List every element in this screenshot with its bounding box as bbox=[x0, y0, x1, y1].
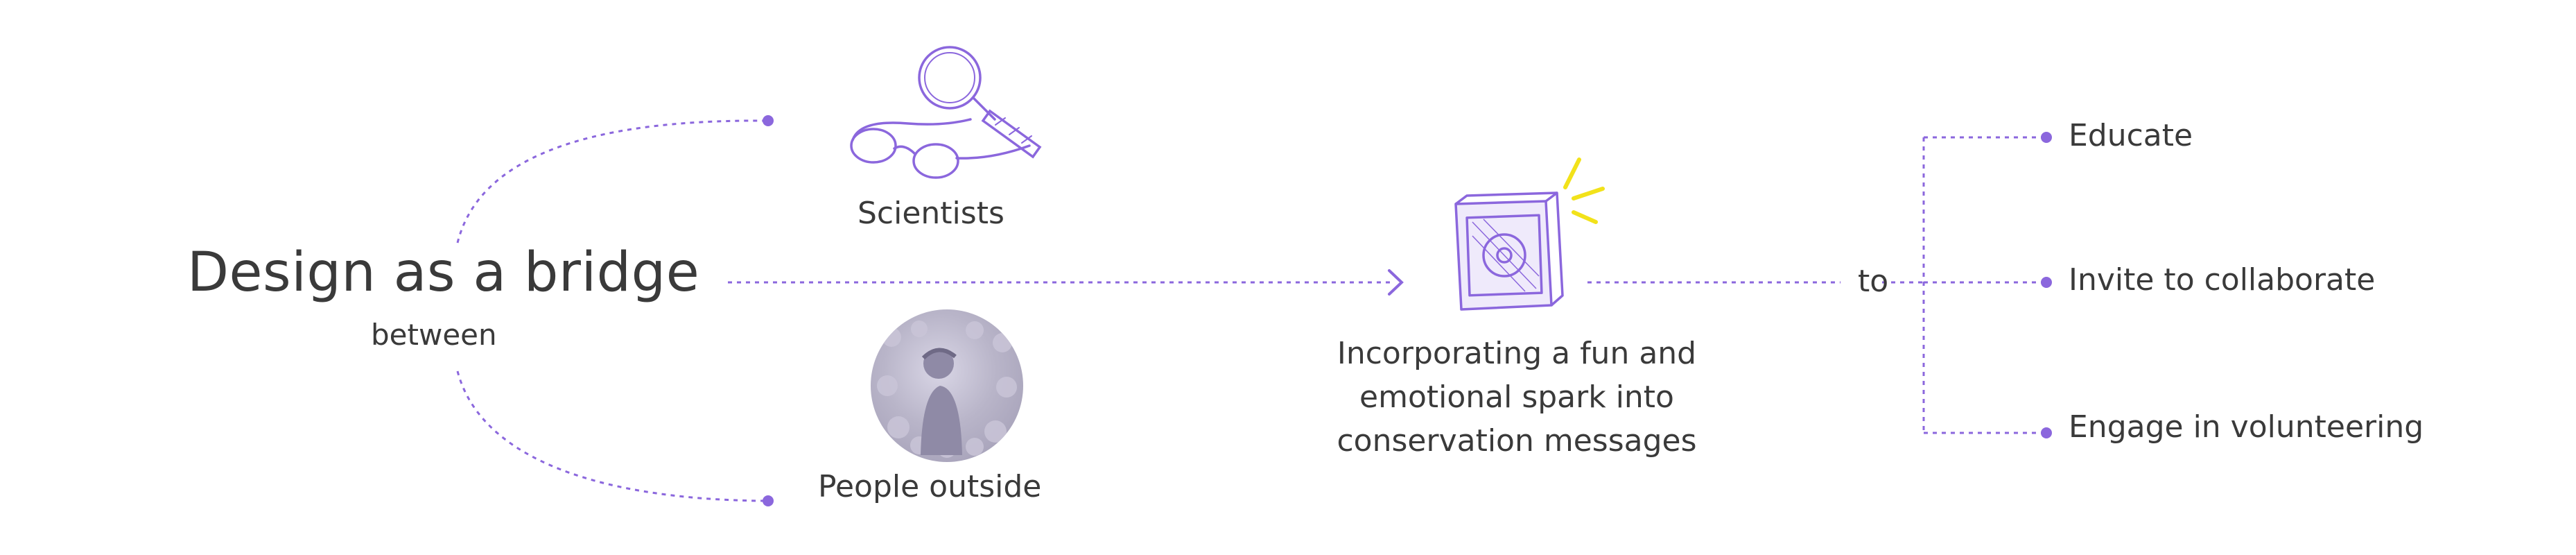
dot-scientists bbox=[763, 115, 774, 126]
arrow-head-icon bbox=[1388, 269, 1404, 296]
dot-invite bbox=[2041, 277, 2052, 288]
diagram-title: Design as a bridge bbox=[187, 241, 700, 304]
outcome-invite-to-collaborate: Invite to collaborate bbox=[2069, 262, 2376, 298]
people-outside-label: People outside bbox=[818, 469, 1042, 504]
magnifier-glasses-icon bbox=[850, 46, 1042, 179]
spark-description: Incorporating a fun and emotional spark … bbox=[1337, 336, 1697, 459]
dot-educate bbox=[2041, 132, 2052, 143]
diagram-subtitle: between bbox=[371, 318, 497, 352]
dot-people bbox=[763, 495, 774, 506]
dot-engage bbox=[2041, 427, 2052, 438]
scientists-label: Scientists bbox=[858, 196, 1004, 231]
connector-word-to: to bbox=[1858, 264, 1889, 299]
speaker-amplifier-icon bbox=[1454, 157, 1605, 311]
outcome-educate: Educate bbox=[2069, 118, 2193, 153]
outcome-engage-in-volunteering: Engage in volunteering bbox=[2069, 409, 2424, 445]
curve-to-scientists bbox=[456, 119, 767, 244]
curve-to-people bbox=[456, 370, 767, 502]
crowd-photo bbox=[871, 309, 1023, 462]
